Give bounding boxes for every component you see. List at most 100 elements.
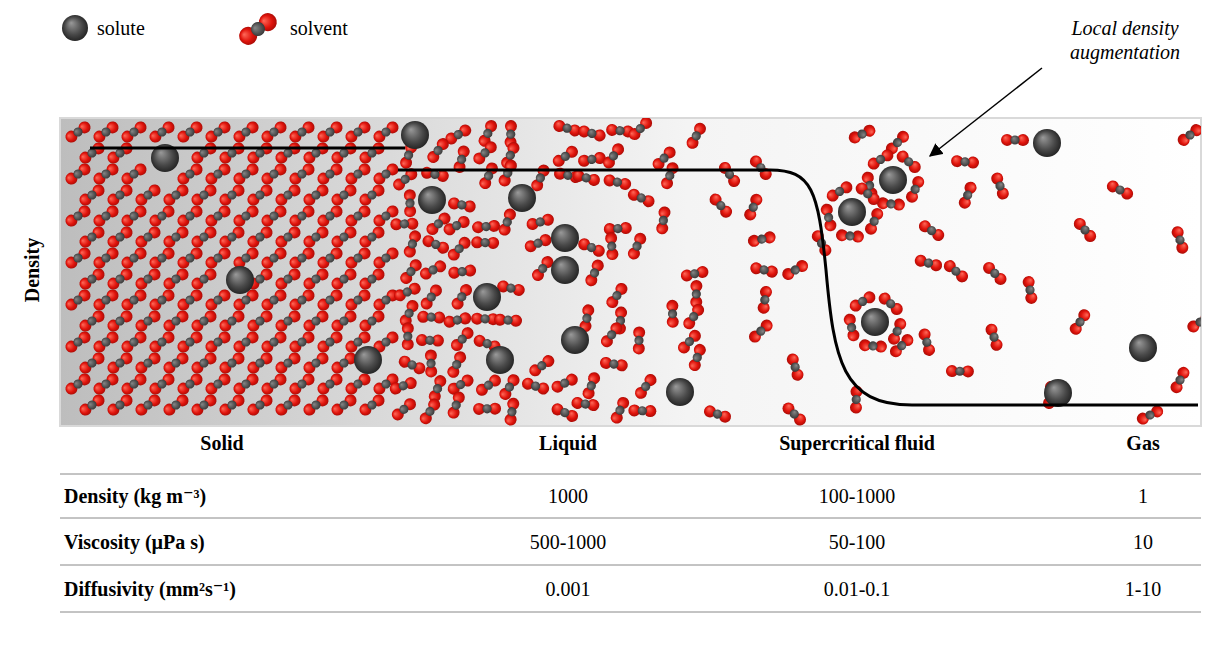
solvent-molecule [343,245,373,271]
solute-sphere [666,378,694,406]
solvent-molecule [119,329,149,355]
solvent-molecule [63,287,93,313]
solvent-molecule [315,119,345,145]
solvent-molecule [602,173,632,191]
solvent-molecule [133,224,163,250]
table-cell: 1000 [548,484,588,508]
solvent-molecule [175,287,205,313]
solvent-molecule [259,287,289,313]
phase-label: Gas [1126,431,1159,455]
solvent-molecule [1071,215,1098,244]
solvent-molecule [259,119,289,145]
solvent-molecule [497,207,518,237]
solvent-molecule [681,302,707,332]
solvent-molecule [687,342,707,372]
solvent-molecule [133,350,163,376]
solvent-molecule [231,161,261,187]
solvent-molecule [477,161,500,191]
annotation: Local density augmentation [1055,16,1195,64]
solvent-molecule [343,161,373,187]
solvent-molecule [77,266,107,292]
solvent-molecule [946,365,974,378]
solvent-molecule [757,285,773,314]
solvent-molecule [609,395,631,425]
solvent-molecule [552,119,582,138]
solvent-molecule [105,182,135,208]
solvent-molecule [175,245,205,271]
solvent-molecule [119,245,149,271]
solvent-molecule [417,311,446,324]
solute-sphere [354,346,382,374]
solvent-molecule [259,245,289,271]
solvent-molecule [951,155,980,169]
solvent-molecule [259,161,289,187]
solute-sphere [508,184,536,212]
solvent-molecule [287,329,317,355]
solvent-molecule [203,119,233,145]
solvent-molecule [189,266,219,292]
solvent-molecule [529,163,551,193]
solvent-molecule [1067,307,1092,337]
solvent-molecule [1169,365,1192,395]
solvent-molecule [245,392,275,418]
solvent-molecule [418,396,443,426]
solvent-molecule [315,161,345,187]
solute-sphere [1129,334,1157,362]
solvent-molecule [301,266,331,292]
solvent-molecule [1022,275,1039,305]
solvent-molecule [273,224,303,250]
density-curve [90,148,1198,405]
solvent-molecule [497,372,522,402]
phase-band [60,118,1201,426]
solvent-molecule [497,158,519,188]
solvent-molecule [133,392,163,418]
solvent-molecule [189,224,219,250]
table-cell: 0.01-0.1 [824,577,891,601]
solvent-molecule [655,206,671,235]
solvent-molecule [357,392,387,418]
solvent-molecule [780,400,808,426]
solvent-molecule [329,308,359,334]
solvent-molecule [91,161,121,187]
solute-sphere [486,346,514,374]
solvent-molecule [301,224,331,250]
solvent-molecule [628,404,656,417]
solvent-molecule [273,140,303,166]
solvent-molecule [287,287,317,313]
legend-label: solute [97,16,145,40]
legend-solute-icon [62,15,88,41]
solvent-molecule [161,266,191,292]
solvent-molecule [287,119,317,145]
solvent-molecule [427,373,448,403]
solvent-molecule [287,161,317,187]
solvent-molecule [494,313,523,327]
solvent-molecule [91,119,121,145]
solvent-molecule [357,266,387,292]
solvent-molecule [904,174,926,204]
solvent-molecule [748,153,775,182]
solvent-molecule [571,396,600,412]
solvent-molecule [91,287,121,313]
solute-sphere [1044,379,1072,407]
solvent-molecule [91,245,121,271]
solvent-molecule [189,308,219,334]
solvent-molecule [329,224,359,250]
solvent-molecule [404,189,417,217]
solvent-molecule [203,161,233,187]
solvent-molecule [315,287,345,313]
solvent-molecule [217,182,247,208]
axis-label: Density [20,238,44,302]
solvent-molecule [601,141,627,171]
annotation-arrow [930,68,1042,156]
solvent-molecule [119,119,149,145]
solvent-molecule [420,166,450,183]
solvent-molecule [217,392,247,418]
solvent-molecule [105,266,135,292]
solvent-molecule [626,187,656,209]
solvent-molecule [605,232,619,261]
solvent-molecule [175,329,205,355]
solvent-molecule [245,224,275,250]
solvent-molecule [418,282,444,312]
solvent-molecule [231,371,261,397]
